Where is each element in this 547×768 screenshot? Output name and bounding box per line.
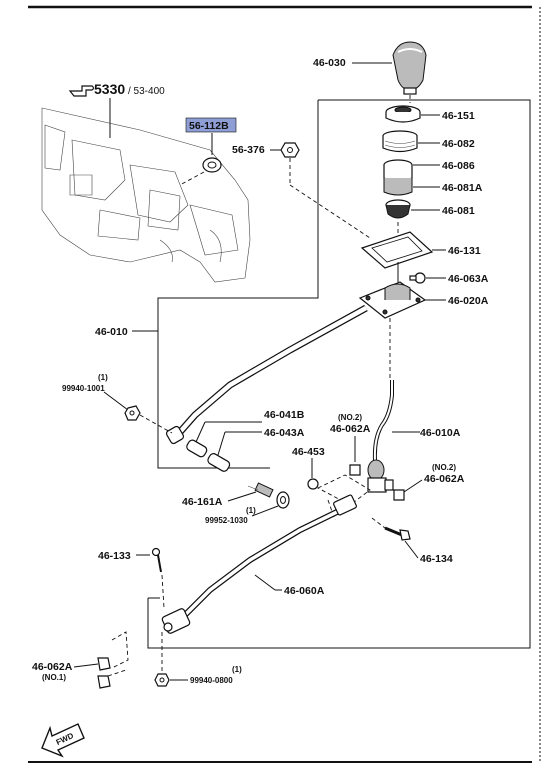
- part-46-010-shift-rod: [165, 304, 368, 445]
- label-46-062A-no2-right: 46-062A: [424, 473, 465, 485]
- fwd-arrow-icon: [41, 723, 85, 758]
- label-99940-0800: 99940-0800: [190, 676, 233, 685]
- part-46-082-bushing: [382, 130, 418, 153]
- highlight-box: [185, 117, 237, 133]
- part-46-043A-spacer: [207, 453, 231, 472]
- part-46-041B-bushing: [186, 439, 208, 458]
- label-99940-1001: 99940-1001: [62, 384, 105, 393]
- part-46-062A-no1-clip: [97, 657, 111, 689]
- qty-99940-0800: (1): [232, 665, 242, 674]
- part-46-453-collar: [307, 478, 319, 490]
- part-46-030-shift-knob: [392, 41, 427, 95]
- label-46-131: 46-131: [448, 245, 481, 257]
- label-46-043A: 46-043A: [264, 427, 305, 439]
- label-46-151: 46-151: [442, 110, 475, 122]
- label-46-134: 46-134: [420, 553, 453, 565]
- tag-46-062A-no1: (NO.1): [42, 673, 66, 682]
- part-46-151-boot: [385, 105, 421, 123]
- part-46-020A-shifter-base: [358, 262, 427, 319]
- part-46-131-gasket: [360, 231, 434, 269]
- part-46-134-bolt: [384, 526, 411, 541]
- label-56-376: 56-376: [232, 144, 265, 156]
- pointing-hand-icon: [68, 85, 95, 97]
- label-46-010: 46-010: [95, 326, 128, 338]
- label-46-060A: 46-060A: [284, 585, 325, 597]
- label-46-062A-no2-upper: 46-062A: [330, 423, 371, 435]
- part-46-062A-no2-right-clip: [393, 489, 405, 501]
- label-46-010A: 46-010A: [420, 427, 461, 439]
- section-ref: 5330: [94, 81, 125, 97]
- part-46-063A-bolt: [409, 272, 426, 284]
- label-46-086: 46-086: [442, 160, 475, 172]
- qty-99940-1001: (1): [98, 373, 108, 382]
- label-99952-1030: 99952-1030: [205, 516, 248, 525]
- qty-99952-1030: (1): [246, 506, 256, 515]
- label-46-030: 46-030: [313, 57, 346, 69]
- part-46-086-cover: [383, 159, 413, 196]
- label-46-133: 46-133: [98, 550, 131, 562]
- tag-46-062A-no2-upper: (NO.2): [338, 413, 362, 422]
- label-56-112B: 56-112B: [189, 120, 229, 132]
- part-46-081-seat: [385, 199, 411, 219]
- part-46-010A-shift-lever: [367, 380, 394, 493]
- vehicle-floor-panel: [41, 107, 251, 283]
- part-46-133-pin: [151, 547, 162, 573]
- tag-46-062A-no2-right: (NO.2): [432, 463, 456, 472]
- label-46-161A: 46-161A: [182, 496, 223, 508]
- label-46-020A: 46-020A: [448, 295, 489, 307]
- label-46-081A: 46-081A: [442, 182, 483, 194]
- part-46-161A-bolt: [247, 482, 274, 498]
- label-46-082: 46-082: [442, 138, 475, 150]
- part-46-062A-no2-upper-clip: [349, 464, 361, 476]
- label-46-453: 46-453: [292, 446, 325, 458]
- label-46-041B: 46-041B: [264, 409, 305, 421]
- part-46-060A-lower-rod: [161, 494, 357, 634]
- label-46-062A-no1: 46-062A: [32, 661, 73, 673]
- label-46-081: 46-081: [442, 205, 475, 217]
- subsection-ref: / 53-400: [128, 86, 165, 97]
- label-46-063A: 46-063A: [448, 273, 489, 285]
